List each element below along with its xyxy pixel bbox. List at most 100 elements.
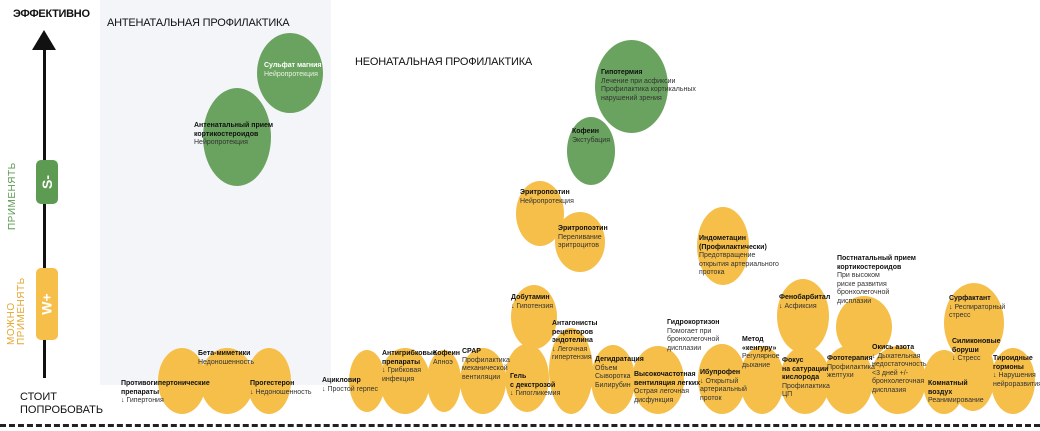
item-description-line: Апноэ xyxy=(433,358,453,366)
item-description-line: дыхание xyxy=(742,361,771,369)
item-name-line: CPAP xyxy=(462,348,481,355)
item-name-line: Тироидные xyxy=(993,355,1033,362)
bubble-hypothermia xyxy=(595,40,668,133)
item-description-line: бронхолегочная xyxy=(872,378,925,385)
label-dobutamine: Добутамин↓ Гипотензия xyxy=(511,294,553,311)
item-name-line: Метод xyxy=(742,336,764,343)
bubble-acyclovir xyxy=(349,350,385,412)
item-name-line: Сульфат магния xyxy=(264,62,322,69)
item-description-line: ↓ Гипертония xyxy=(121,397,164,404)
item-name-line: Индометацин xyxy=(699,235,747,242)
bubble-antifungal xyxy=(380,348,430,414)
bubble-cpap xyxy=(460,348,506,414)
bubble-dehydration xyxy=(591,345,635,414)
bubble-nitric-oxide xyxy=(870,346,926,414)
bubble-indomethacin xyxy=(697,207,749,285)
item-description-line: Острая легочная xyxy=(634,388,689,395)
item-name-line: вентиляция легких xyxy=(634,379,701,387)
item-description-line: ↓ Респираторный xyxy=(949,303,1006,311)
item-description-line: артериальный xyxy=(700,386,747,393)
item-description-line: проток xyxy=(700,394,722,402)
item-description-line: нарушений зрения xyxy=(601,94,662,102)
item-description-line: Профилактика xyxy=(462,356,510,364)
item-name-line: Фототерапия xyxy=(827,355,873,362)
bubble-kangaroo xyxy=(740,346,784,414)
item-name-line: Кофеин xyxy=(572,128,600,135)
bubble-epo-2 xyxy=(555,212,605,272)
item-description-line: Реанимирование xyxy=(928,397,984,404)
item-name-line: Противогипертонические xyxy=(121,380,210,387)
item-description-line: Нейропротекция xyxy=(264,70,318,78)
bubble-dobutamine xyxy=(511,285,557,349)
item-description-line: При высоком xyxy=(837,272,880,279)
item-description-line: ЦП xyxy=(782,391,793,398)
antenatal-title: АНТЕНАТАЛЬНАЯ ПРОФИЛАКТИКА xyxy=(107,17,290,29)
item-description-line: Нейропротекция xyxy=(520,197,574,205)
baseline-dashed xyxy=(0,424,1040,427)
item-description-line: инфекция xyxy=(382,375,415,383)
item-description-line: Лечение при асфиксии xyxy=(601,77,676,85)
item-description-line: Нейропротекция xyxy=(194,139,248,146)
bubble-caffeine-green xyxy=(567,117,615,185)
item-description-line: Помогает при xyxy=(667,327,712,335)
item-name-line: Антигрибковые xyxy=(382,350,437,357)
item-name-line: Бета-миметики xyxy=(198,350,251,357)
item-name-line: Силиконовые xyxy=(952,338,1001,345)
item-name-line: Гидрокортизон xyxy=(667,319,720,326)
item-description-line: ↓ Простой герпес xyxy=(322,385,379,393)
item-description-line: вентиляции xyxy=(462,373,501,381)
item-name-line: рецепторов xyxy=(552,328,594,336)
apply-label: ПРИМЕНЯТЬ xyxy=(7,162,18,230)
badge-strong-negative: S- xyxy=(36,160,58,204)
item-description-line: Экстубация xyxy=(572,136,610,144)
item-name-line: кислорода xyxy=(782,374,820,381)
item-name-line: Эритропоэтин xyxy=(558,225,608,232)
item-description-line: ↓ Открытый xyxy=(700,377,739,385)
bubble-dextrose-gel xyxy=(505,344,549,412)
item-description-line: эритроцитов xyxy=(558,242,600,249)
item-name-line: Фокус xyxy=(782,357,804,364)
bubble-antihypertensive xyxy=(158,348,206,414)
item-name-line: Гель xyxy=(510,373,527,380)
item-description-line: бронхолегочной xyxy=(837,289,890,296)
item-name-line: (Профилактически) xyxy=(699,243,767,251)
item-name-line: «кенгуру» xyxy=(742,344,777,352)
item-description-line: Профилактика кортикальных xyxy=(601,86,696,93)
item-name-line: Ацикловир xyxy=(322,377,361,384)
item-description-line: стресс xyxy=(949,312,971,319)
axis-top-label: ЭФФЕКТИВНО xyxy=(13,8,90,20)
item-name-line: воздух xyxy=(928,388,953,396)
axis-arrow-icon xyxy=(32,30,56,50)
bubble-magnesium xyxy=(257,33,323,113)
bubble-phenobarbital xyxy=(777,279,829,353)
may-apply-line2: ПРИМЕНЯТЬ xyxy=(16,277,27,345)
item-name-line: Кофеин xyxy=(433,350,461,357)
item-name-line: Сурфактант xyxy=(949,295,991,302)
item-name-line: препараты xyxy=(382,358,421,366)
item-description-line: дисплазия xyxy=(872,386,907,394)
item-description-line: Сыворотка xyxy=(595,373,631,380)
label-phenobarbital: Фенобарбитал↓ Асфиксия xyxy=(779,294,830,311)
neonatal-title: НЕОНАТАЛЬНАЯ ПРОФИЛАКТИКА xyxy=(355,56,533,68)
item-name-line: Прогестерон xyxy=(250,380,295,387)
item-name-line: эндотелина xyxy=(552,337,593,344)
axis-line xyxy=(43,46,46,378)
item-description-line: нейроразвития xyxy=(993,380,1040,388)
